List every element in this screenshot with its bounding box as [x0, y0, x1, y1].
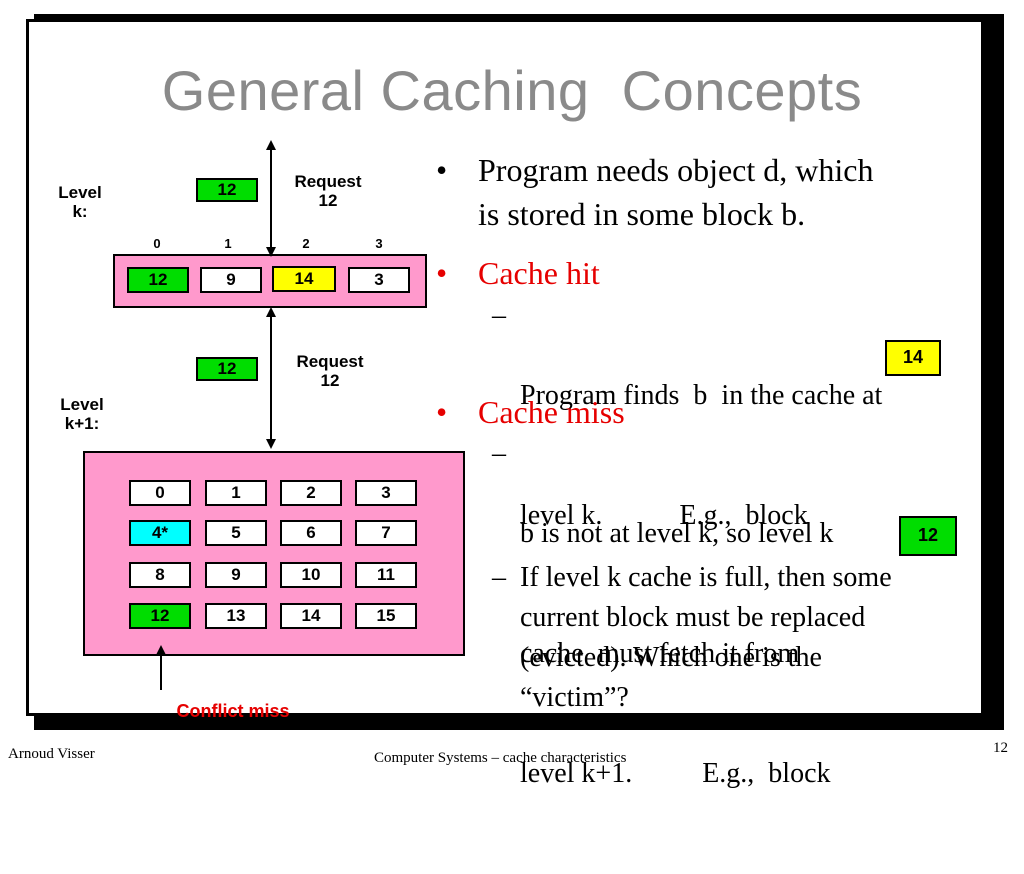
level-k1-block-3: 3 — [355, 480, 417, 506]
level-k-block-1: 9 — [200, 267, 262, 293]
level-k1-block-9: 9 — [205, 562, 267, 588]
level-k1-label-line1: Level — [60, 395, 104, 414]
level-k1-block-1: 1 — [205, 480, 267, 506]
level-k-block-0: 12 — [127, 267, 189, 293]
level-k1-block-5: 5 — [205, 520, 267, 546]
bullet-cache-hit: Cache hit — [478, 255, 600, 291]
sub-cache-full: If level k cache is full, then some curr… — [520, 558, 892, 718]
level-k-index-2: 2 — [302, 236, 310, 251]
level-k-index-3: 3 — [375, 236, 383, 251]
footer-page-number: 12 — [993, 740, 1008, 756]
sub-program-finds-line1: Program finds b in the cache at — [520, 380, 883, 411]
moving-block-top: 12 — [196, 178, 258, 202]
level-k1-block-10: 10 — [280, 562, 342, 588]
footer-course: Computer Systems – cache characteristics — [374, 750, 627, 766]
sub-cache-full-line4: “victim”? — [520, 682, 629, 713]
request-label-middle-line1: Request — [296, 352, 364, 371]
level-k1-block-0: 0 — [129, 480, 191, 506]
sub-program-finds-line2: level k. E.g., block — [520, 500, 808, 531]
level-k1-block-14: 14 — [280, 603, 342, 629]
dash-glyph-miss-2: – — [492, 562, 506, 593]
example-hit-block: 14 — [885, 340, 941, 376]
slide-title: General Caching Concepts — [161, 59, 863, 122]
level-k1-label: Level k+1: — [46, 395, 118, 433]
level-k-label-line1: Level — [58, 183, 102, 202]
sub-not-at-level-k-line2: cache must fetch it from — [520, 638, 800, 669]
dash-glyph-hit: – — [492, 300, 506, 331]
bullet-program-needs-line2: is stored in some block b. — [478, 196, 806, 232]
sub-not-at-level-k-line1: b is not at level k, so level k — [520, 518, 834, 549]
bullet-glyph-1: • — [436, 152, 448, 188]
example-miss-block: 12 — [899, 516, 957, 556]
request-label-top-line1: Request — [294, 172, 362, 191]
moving-block-middle: 12 — [196, 357, 258, 381]
level-k1-block-4: 4* — [129, 520, 191, 546]
diagram-arrows — [156, 140, 276, 690]
level-k-block-2: 14 — [272, 266, 336, 292]
level-k1-label-line2: k+1: — [64, 414, 100, 433]
level-k-label-line2: k: — [72, 202, 88, 221]
level-k-index-0: 0 — [153, 236, 161, 251]
bullet-glyph-3: • — [436, 394, 448, 430]
conflict-miss-label: Conflict miss — [176, 701, 290, 721]
level-k1-block-12: 12 — [129, 603, 191, 629]
sub-program-finds: Program finds b in the cache at level k.… — [520, 296, 882, 616]
bullet-program-needs-line1: Program needs object d, which — [478, 152, 874, 188]
request-label-middle: Request 12 — [278, 352, 382, 390]
level-k-block-3: 3 — [348, 267, 410, 293]
level-k1-block-7: 7 — [355, 520, 417, 546]
bullet-glyph-2: • — [436, 255, 448, 291]
level-k1-block-11: 11 — [355, 562, 417, 588]
level-k1-block-13: 13 — [205, 603, 267, 629]
request-label-top: Request 12 — [278, 172, 378, 210]
level-k-label: Level k: — [48, 183, 112, 221]
footer-author: Arnoud Visser — [8, 746, 95, 762]
sub-cache-full-line1: If level k cache is full, then some — [520, 562, 892, 593]
level-k1-block-15: 15 — [355, 603, 417, 629]
bullet-program-needs: Program needs object d, which is stored … — [478, 148, 873, 236]
request-label-top-line2: 12 — [318, 191, 338, 210]
level-k1-block-2: 2 — [280, 480, 342, 506]
level-k1-block-8: 8 — [129, 562, 191, 588]
level-k1-block-6: 6 — [280, 520, 342, 546]
dash-glyph-miss-1: – — [492, 438, 506, 469]
level-k-index-1: 1 — [224, 236, 232, 251]
sub-cache-full-line3: (evicted). Which one is the — [520, 642, 822, 673]
request-label-middle-line2: 12 — [320, 371, 340, 390]
sub-cache-full-line2: current block must be replaced — [520, 602, 866, 633]
bullet-cache-miss: Cache miss — [478, 394, 625, 430]
